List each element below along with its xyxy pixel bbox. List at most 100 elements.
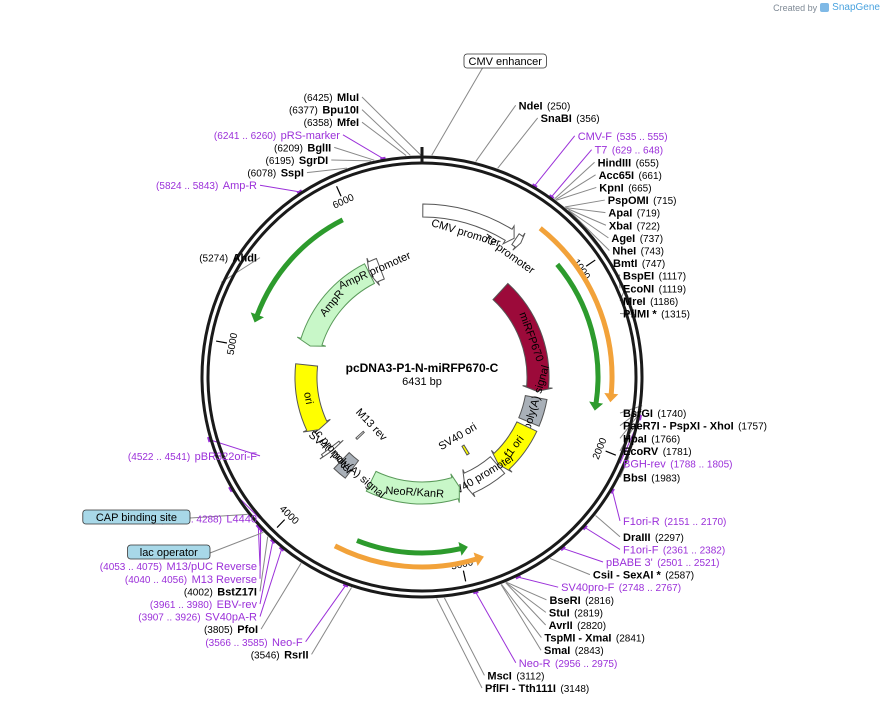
enzyme-name-bmti: BmtI (613, 258, 637, 270)
tick-mark-2000 (605, 450, 617, 456)
orf-arrow-1 (555, 262, 604, 411)
leader-m13-reverse (259, 529, 262, 579)
enzyme-pos-acc65i: (661) (639, 171, 662, 182)
site-label-pfoi: (3805) PfoI (204, 620, 258, 637)
site-label-pspomi: PspOMI (715) (608, 191, 677, 208)
site-label-sv40pa-r: (3907 .. 3926) SV40pA-R (138, 608, 257, 625)
primer-pos-l4440: (4271 .. 4288) (160, 515, 222, 526)
enzyme-pos-xbai: (722) (637, 221, 660, 232)
site-label-cmv-f: CMV-F (535 .. 555) (578, 127, 668, 144)
feature-lac-promoter (319, 439, 344, 460)
enzyme-pos-tspmi-xmai: (2841) (616, 634, 645, 645)
tick-mark-1000 (585, 259, 596, 267)
site-label-paer7i-pspxi-xhoi: PaeR7I - PspXI - XhoI (1757) (623, 417, 767, 434)
feature-label-ori: ori (301, 391, 315, 405)
enzyme-pos-mfei: (6358) (304, 118, 333, 129)
primer-site-amp-r (296, 189, 303, 195)
enzyme-pos-draiii: (2297) (655, 533, 684, 544)
enzyme-name-bglii: BglII (307, 142, 331, 154)
site-label-bbsi: BbsI (1983) (623, 468, 680, 485)
enzyme-name-econi: EcoNI (623, 283, 654, 295)
primer-site-f1ori-r (610, 488, 615, 494)
leader-ebv-rev (259, 541, 274, 605)
site-label-neo-r: Neo-R (2956 .. 2975) (519, 654, 618, 671)
feature-sv40-promoter (462, 456, 506, 498)
leader-ahdi (220, 257, 261, 283)
feature-m13-rev (355, 430, 366, 441)
primer-pos-amp-r: (5824 .. 5843) (156, 181, 218, 192)
leader-f1ori-r (611, 490, 621, 521)
leader-smai (500, 584, 542, 651)
primer-name-cmv-f: CMV-F (578, 131, 613, 143)
enzyme-name-pfoi: PfoI (237, 624, 258, 636)
leader-neo-f (305, 585, 347, 643)
site-label-hpai: HpaI (1766) (623, 429, 680, 446)
orf-arrow-4 (250, 217, 344, 323)
primer-name-bgh-rev: BGH-rev (623, 458, 666, 470)
backbone-inner-circle (206, 161, 638, 593)
enzyme-pos-avrii: (2820) (577, 621, 606, 632)
tick-label-5000: 5000 (226, 332, 241, 356)
site-label-bpu10i: (6377) Bpu10I (289, 101, 359, 118)
enzyme-pos-bstz17i: (4002) (184, 587, 213, 598)
box-label-lac-operator: lac operator (140, 547, 198, 559)
leader-mfei (361, 121, 407, 156)
site-label-apai: ApaI (719) (608, 204, 660, 221)
primer-site-prs-marker (380, 156, 386, 161)
leader-m13-puc-reverse (257, 526, 261, 567)
enzyme-name-bspei: BspEI (623, 271, 654, 283)
site-label-stui: StuI (2819) (549, 603, 603, 620)
orf-arrow-2 (333, 543, 484, 570)
box-cap-binding-site (82, 509, 191, 525)
primer-name-neo-r: Neo-R (519, 658, 551, 670)
primer-name-sv40pa-r: SV40pA-R (205, 612, 257, 624)
leader-bpu10i (361, 109, 411, 156)
enzyme-name-snabi: SnaBI (541, 113, 572, 125)
enzyme-pos-hindiii: (655) (636, 158, 659, 169)
leader-lac-operator (209, 531, 264, 554)
primer-site-m13-reverse (258, 526, 264, 533)
leader-sv40pro-f (518, 576, 559, 588)
primer-site-pbr322ori-f (207, 436, 211, 443)
site-label-mfei: (6358) MfeI (304, 113, 359, 130)
site-label-avrii: AvrII (2820) (549, 616, 606, 633)
leader-kpni (556, 186, 597, 201)
primer-site-sv40pro-f (515, 574, 522, 580)
orf-arrow-3 (356, 538, 468, 556)
leader-pflfi-tth111i (436, 598, 483, 689)
enzyme-name-bpu10i: Bpu10I (322, 105, 359, 117)
site-label-f1ori-r: F1ori-R (2151 .. 2170) (623, 512, 726, 529)
enzyme-pos-pspomi: (715) (653, 196, 676, 207)
enzyme-pos-bseri: (2816) (585, 596, 614, 607)
site-label-ebv-rev: (3961 .. 3980) EBV-rev (150, 595, 258, 612)
site-label-bglii: (6209) BglII (274, 138, 331, 155)
enzyme-name-draiii: DraIII (623, 532, 651, 544)
primer-site-f1ori-f (582, 524, 588, 531)
site-label-pflmi: PflMI * (1315) (623, 304, 690, 321)
tick-label-2000: 2000 (591, 436, 610, 461)
enzyme-pos-stui: (2819) (574, 608, 603, 619)
feature-label-ampr-promoter: AmpR promoter (337, 250, 413, 293)
leader-apai (565, 207, 606, 214)
leader-pbabe-3 (562, 547, 604, 563)
primer-pos-sv40pa-r: (3907 .. 3926) (138, 613, 200, 624)
enzyme-pos-hpai: (1766) (651, 434, 680, 445)
site-label-snabi: SnaBI (356) (541, 109, 600, 126)
plasmid-size: 6431 bp (402, 376, 442, 388)
enzyme-name-paer7i-pspxi-xhoi: PaeR7I - PspXI - XhoI (623, 421, 734, 433)
enzyme-name-pspomi: PspOMI (608, 195, 649, 207)
enzyme-name-pflmi: PflMI * (623, 308, 657, 320)
primer-pos-pbr322ori-f: (4522 .. 4541) (128, 452, 190, 463)
enzyme-pos-mrei: (1186) (650, 297, 678, 308)
enzyme-name-csii-sexai: CsiI - SexAI * (593, 570, 662, 582)
enzyme-name-kpni: KpnI (599, 182, 623, 194)
primer-pos-neo-r: (2956 .. 2975) (555, 659, 617, 670)
site-label-pbr322ori-f: (4522 .. 4541) pBR322ori-F (128, 447, 257, 464)
enzyme-name-mrei: MreI (623, 296, 646, 308)
primer-site-cmv-f (531, 183, 538, 189)
enzyme-name-sspi: SspI (281, 168, 304, 180)
enzyme-pos-bsrgi: (1740) (657, 409, 686, 420)
site-label-kpni: KpnI (665) (599, 178, 651, 195)
leader-stui (505, 582, 547, 613)
